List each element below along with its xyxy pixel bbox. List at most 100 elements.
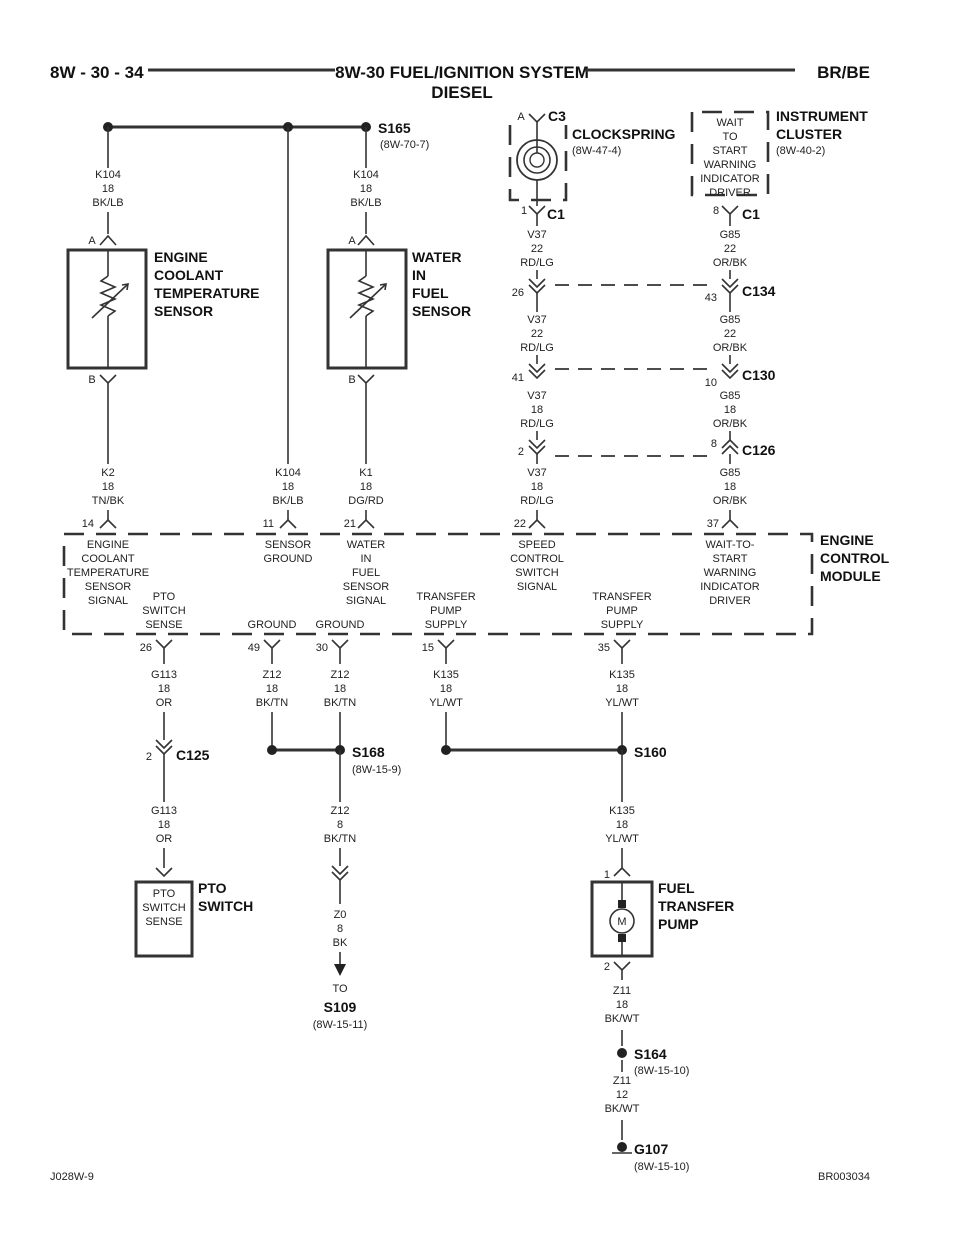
wire-label: Z12 bbox=[263, 669, 282, 681]
arrowhead-icon bbox=[121, 283, 129, 291]
ecm-pin-function: COOLANT bbox=[81, 553, 134, 565]
connector-symbol bbox=[357, 234, 375, 246]
wire-color: RD/LG bbox=[520, 257, 554, 269]
ecm-pin-function: SIGNAL bbox=[346, 595, 386, 607]
wire-gauge: 18 bbox=[158, 819, 170, 831]
connector-symbol bbox=[721, 363, 739, 380]
wif-sensor-label: SENSOR bbox=[412, 303, 471, 319]
wire-label: G113 bbox=[151, 669, 177, 681]
wire-gauge: 18 bbox=[360, 481, 372, 493]
connector-symbol bbox=[155, 639, 173, 650]
connector-symbol bbox=[528, 518, 546, 529]
wire-label: K1 bbox=[359, 467, 372, 479]
ecm-pin-function: IN bbox=[361, 553, 372, 565]
wire-label: G113 bbox=[151, 805, 177, 817]
ecm-pin-function: SWITCH bbox=[142, 605, 185, 617]
s165-ref: (8W-70-7) bbox=[380, 139, 429, 151]
connector-symbol bbox=[528, 439, 546, 456]
pin-label: 30 bbox=[316, 642, 328, 654]
wire-gauge: 18 bbox=[616, 683, 628, 695]
wire-color: OR/BK bbox=[713, 342, 748, 354]
arrow-down-icon bbox=[334, 964, 346, 976]
ground-dot bbox=[617, 1142, 627, 1152]
ecm-box bbox=[62, 532, 814, 636]
footer-right: BR003034 bbox=[818, 1171, 870, 1183]
connector-symbol bbox=[528, 278, 546, 295]
wire-color: OR/BK bbox=[713, 257, 748, 269]
wire-label: K135 bbox=[609, 669, 635, 681]
ecm-pin-function: TRANSFER bbox=[416, 591, 475, 603]
s109-label: S109 bbox=[324, 999, 357, 1015]
pin-label: 8 bbox=[713, 205, 719, 217]
variable-arrow-icon bbox=[349, 283, 387, 319]
wire-gauge: 18 bbox=[158, 683, 170, 695]
pin-label: 35 bbox=[598, 642, 610, 654]
resistor-icon bbox=[356, 275, 376, 317]
connector-symbol bbox=[263, 639, 281, 650]
wire-label: Z11 bbox=[613, 985, 631, 997]
pto-switch-box bbox=[134, 880, 194, 958]
motor-icon bbox=[609, 908, 635, 934]
ecm-pin-function: SIGNAL bbox=[517, 581, 557, 593]
splice-dot bbox=[441, 745, 451, 755]
wire-color: BK/TN bbox=[324, 833, 356, 845]
motor-label: M bbox=[617, 916, 626, 928]
splice-dot bbox=[617, 1048, 627, 1058]
ecm-pin-function: CONTROL bbox=[510, 553, 564, 565]
wire-label: Z12 bbox=[331, 805, 350, 817]
fuel-pump-label: PUMP bbox=[658, 916, 698, 932]
ecm-pin-function: WAIT-TO- bbox=[706, 539, 755, 551]
wire-label: K104 bbox=[353, 169, 379, 181]
wire-label: V37 bbox=[527, 467, 547, 479]
connector-symbol bbox=[721, 518, 739, 529]
page-number: 8W - 30 - 34 bbox=[50, 63, 144, 82]
wire-gauge: 18 bbox=[440, 683, 452, 695]
connector-symbol bbox=[155, 867, 173, 878]
ecm-pin-function: PUMP bbox=[430, 605, 462, 617]
wire-gauge: 18 bbox=[334, 683, 346, 695]
ecm-pin-function: SENSOR bbox=[265, 539, 312, 551]
pto-switch-label: SWITCH bbox=[198, 898, 253, 914]
wire-gauge: 18 bbox=[531, 481, 543, 493]
wire-color: YL/WT bbox=[429, 697, 463, 709]
wire-color: RD/LG bbox=[520, 495, 554, 507]
pin-label: 8 bbox=[711, 438, 717, 450]
wire-gauge: 18 bbox=[724, 404, 736, 416]
connector-symbol bbox=[437, 639, 455, 650]
ect-sensor-label: TEMPERATURE bbox=[154, 285, 260, 301]
connector-label: C1 bbox=[547, 206, 565, 222]
wire-gauge: 22 bbox=[724, 243, 736, 255]
cluster-inner-text: WARNING bbox=[704, 159, 757, 171]
wire-label: V37 bbox=[527, 390, 547, 402]
s168-ref: (8W-15-9) bbox=[352, 764, 401, 776]
fuel-pump-label: TRANSFER bbox=[658, 898, 734, 914]
ecm-label: MODULE bbox=[820, 568, 881, 584]
pin-label: 26 bbox=[140, 642, 152, 654]
pin-label: 1 bbox=[604, 869, 610, 881]
ecm-pin-function: TRANSFER bbox=[592, 591, 651, 603]
wire-label: G85 bbox=[720, 467, 741, 479]
ecm-pin-function: GROUND bbox=[316, 619, 365, 631]
ecm-label: ENGINE bbox=[820, 532, 874, 548]
ecm-pin-function: ENGINE bbox=[87, 539, 129, 551]
wif-sensor-label: FUEL bbox=[412, 285, 449, 301]
cluster-inner-text: START bbox=[712, 145, 747, 157]
ect-sensor-label: ENGINE bbox=[154, 249, 208, 265]
ecm-pin-function: SUPPLY bbox=[425, 619, 468, 631]
wire-gauge: 18 bbox=[724, 481, 736, 493]
fuel-pump-label: FUEL bbox=[658, 880, 695, 896]
vehicle-code: BR/BE bbox=[817, 63, 870, 82]
wire-label: G85 bbox=[720, 390, 741, 402]
pin-label: 22 bbox=[514, 518, 526, 530]
ecm-pin-function: DRIVER bbox=[709, 595, 751, 607]
connector-symbol bbox=[613, 639, 631, 650]
s109-to: TO bbox=[332, 983, 348, 995]
pin-label: 43 bbox=[705, 292, 717, 304]
ecm-pin-function: PUMP bbox=[606, 605, 638, 617]
connector-label: C1 bbox=[742, 206, 760, 222]
pin-label: A bbox=[348, 235, 356, 247]
ecm-pin-function: SENSE bbox=[145, 619, 182, 631]
cluster-inner-text: DRIVER bbox=[709, 187, 751, 199]
connector-symbol bbox=[528, 113, 546, 124]
clockspring-label: CLOCKSPRING bbox=[572, 126, 676, 142]
